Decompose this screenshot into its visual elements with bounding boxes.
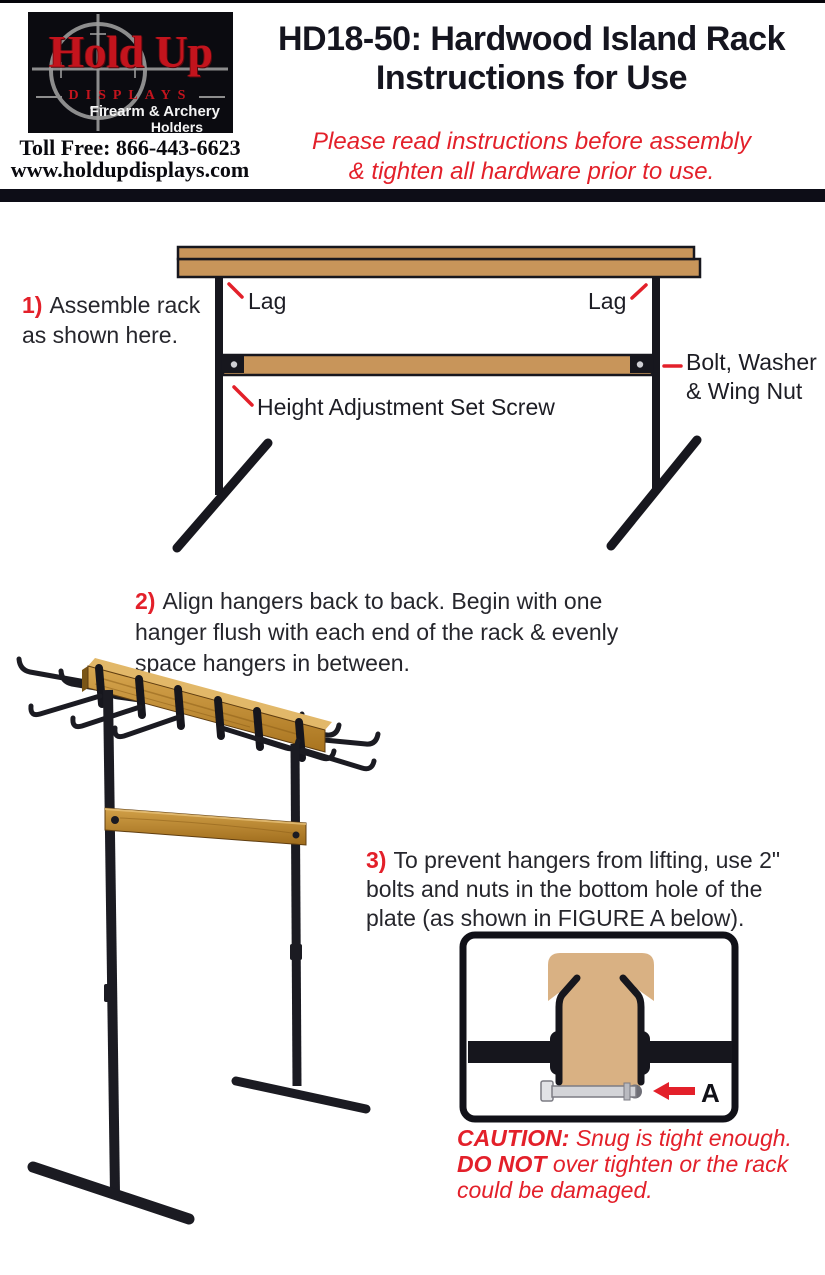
contact-info: Toll Free: 866-443-6623 www.holdupdispla…	[2, 137, 258, 181]
page-title: HD18-50: Hardwood Island Rack Instructio…	[238, 20, 825, 98]
rack-top-board-strip	[176, 245, 696, 261]
logo-rule-left	[36, 96, 62, 98]
step2-line-1: Align hangers back to back. Begin with o…	[162, 588, 603, 614]
crossbar-left-bolt	[230, 361, 238, 368]
bolt-label-line-2: & Wing Nut	[686, 378, 803, 404]
step3-line-1: To prevent hangers from lifting, use 2"	[393, 847, 781, 873]
step2-line-3: space hangers in between.	[135, 650, 410, 676]
rack-left-post	[215, 275, 223, 495]
lag-right-pointer	[630, 283, 648, 300]
step2-text: 2)Align hangers back to back. Begin with…	[135, 586, 618, 679]
logo-wordmark: Hold Up	[49, 27, 213, 77]
hanger-beam-wood	[82, 658, 332, 753]
title-line-2: Instructions for Use	[375, 59, 688, 97]
note-line-2: & tighten all hardware prior to use.	[348, 158, 715, 185]
header-separator-bar	[0, 189, 825, 202]
bolt-label-line-1: Bolt, Washer	[686, 349, 817, 375]
right-post-collar	[290, 944, 302, 960]
figure-a-right-arm	[639, 1041, 732, 1063]
website-url: www.holdupdisplays.com	[10, 157, 250, 182]
rack-right-post	[652, 275, 660, 491]
rack-left-foot	[172, 438, 273, 553]
assembled-rack-illustration	[16, 656, 381, 1225]
crosshair-reticle-icon	[32, 14, 228, 131]
illustration-right-post	[290, 743, 302, 1087]
label-height-adjustment-set-screw: Height Adjustment Set Screw	[257, 394, 555, 420]
caution-label: CAUTION:	[457, 1125, 570, 1151]
logo-rule-right	[199, 96, 225, 98]
step3-number: 3)	[366, 847, 387, 873]
figure-a-detail: A	[459, 931, 739, 1123]
logo-tagline-2: Holders	[150, 119, 203, 133]
caution-text: CAUTION: Snug is tight enough. DO NOT ov…	[457, 1125, 792, 1203]
caution-line-3: could be damaged.	[457, 1177, 653, 1203]
set-screw-pointer	[232, 385, 254, 407]
phone-number: Toll Free: 866-443-6623	[19, 135, 241, 160]
label-bolt-washer-wingnut: Bolt, Washer & Wing Nut	[686, 348, 817, 406]
caution-line-2: over tighten or the rack	[546, 1151, 789, 1177]
arrow-left-icon	[653, 1082, 695, 1100]
logo-displays-text: DISPLAYS	[68, 88, 193, 103]
step2-number: 2)	[135, 588, 156, 614]
top-border	[0, 0, 825, 3]
rack-right-foot	[606, 435, 702, 551]
illustration-left-foot	[27, 1161, 195, 1225]
step1-assembly-diagram	[172, 245, 702, 553]
note-line-1: Please read instructions before assembly	[312, 128, 751, 155]
rack-top-board-main	[176, 257, 702, 279]
figure-a-bolt	[540, 1080, 642, 1102]
figure-a-left-arm	[468, 1041, 561, 1063]
step1-number: 1)	[22, 292, 43, 318]
crossbar-right-bolt	[636, 361, 644, 368]
step2-line-2: hanger flush with each end of the rack &…	[135, 619, 619, 645]
step1-line-1: Assemble rack	[49, 292, 201, 318]
label-lag-left: Lag	[248, 288, 287, 314]
left-post-collar	[104, 984, 117, 1002]
figure-a-hanger-outline	[555, 974, 645, 1086]
label-lag-right: Lag	[588, 288, 627, 314]
step1-line-2: as shown here.	[22, 322, 178, 348]
caution-line-1: Snug is tight enough.	[569, 1125, 792, 1151]
figure-a-marker: A	[701, 1078, 720, 1108]
rack-crossbar	[221, 353, 654, 377]
lag-left-pointer	[227, 282, 244, 299]
step3-text: 3)To prevent hangers from lifting, use 2…	[366, 846, 780, 933]
illustration-left-post	[103, 689, 120, 1195]
step3-line-2: bolts and nuts in the bottom hole of the	[366, 876, 763, 902]
illustration-right-foot	[231, 1076, 371, 1114]
step3-line-3: plate (as shown in FIGURE A below).	[366, 905, 745, 931]
caution-do-not: DO NOT	[457, 1151, 547, 1177]
read-instructions-note: Please read instructions before assembly…	[238, 127, 825, 187]
illustration-crossbar-wood	[104, 807, 307, 846]
company-logo: Hold Up DISPLAYS Firearm & Archery Holde…	[28, 12, 233, 133]
title-line-1: HD18-50: Hardwood Island Rack	[278, 20, 785, 58]
logo-tagline-1: Firearm & Archery	[89, 103, 220, 120]
step1-text: 1)Assemble rack as shown here.	[22, 290, 200, 350]
